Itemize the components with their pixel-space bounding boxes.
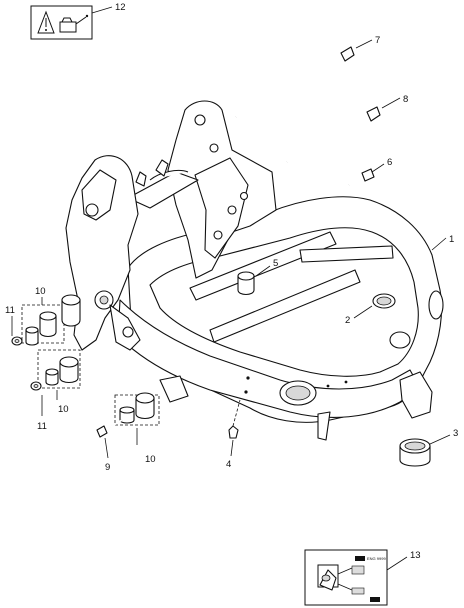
engine-mount-group-middle [30, 349, 81, 416]
callout-8: 8 [403, 94, 408, 105]
callout-10-upper: 10 [35, 286, 46, 297]
fastener-4 [228, 399, 241, 457]
svg-text:ENG 9999: ENG 9999 [367, 556, 386, 561]
callout-7: 7 [375, 35, 380, 46]
callout-11-upper: 11 [5, 305, 15, 316]
main-frame [65, 100, 447, 441]
callout-11-lower: 11 [37, 421, 47, 432]
bush-3 [399, 434, 451, 467]
engine-mount-group-upper [11, 294, 81, 346]
callout-9: 9 [105, 462, 110, 473]
callout-13: 13 [410, 550, 421, 561]
oil-can-icon [59, 14, 89, 33]
callout-4: 4 [226, 459, 231, 470]
callout-10-lower: 10 [145, 454, 156, 465]
warning-triangle-icon [37, 10, 55, 34]
engine-mount-group-lower [114, 392, 160, 445]
callout-12: 12 [115, 2, 126, 13]
callout-1: 1 [449, 234, 454, 245]
callout-10-middle: 10 [58, 404, 69, 415]
label-sheet-icon: ENG 9999 [317, 556, 386, 602]
callout-3: 3 [453, 428, 458, 439]
label-sheet: ENG 9999 [304, 549, 408, 606]
bush-2 [353, 293, 396, 319]
mount-5 [237, 265, 271, 296]
bolt-8 [286, 97, 401, 164]
callout-5: 5 [273, 258, 278, 269]
bolt-6 [348, 163, 385, 187]
lubrication-warning-box [30, 5, 113, 40]
callout-2: 2 [345, 315, 350, 326]
callout-6: 6 [387, 157, 392, 168]
bolt-9 [96, 419, 123, 459]
bolt-7 [235, 39, 373, 119]
